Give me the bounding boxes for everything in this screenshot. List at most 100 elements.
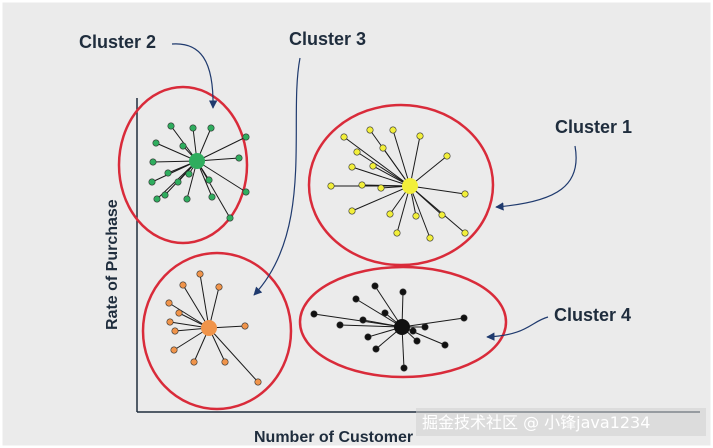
cluster1-point (443, 152, 451, 160)
cluster2-point (153, 195, 161, 203)
cluster1-spoke (409, 185, 466, 234)
y-axis-label: Rate of Purchase (104, 199, 121, 330)
cluster2-spoke (196, 136, 247, 162)
cluster2-star (148, 122, 250, 222)
cluster3-spoke (208, 327, 259, 383)
cluster3-point (171, 327, 179, 335)
cluster2-point (148, 178, 156, 186)
cluster4-spoke (339, 324, 403, 328)
cluster2-centroid (189, 153, 205, 169)
cluster2-label: Cluster 2 (79, 32, 156, 52)
cluster2-point (149, 158, 157, 166)
cluster3-point (165, 299, 173, 307)
cluster1-point (348, 163, 356, 171)
cluster1-label: Cluster 1 (555, 117, 632, 137)
cluster4-point (421, 323, 429, 331)
cluster4-spoke (401, 317, 465, 328)
cluster2-point (242, 188, 250, 196)
cluster2-point (185, 170, 193, 178)
cluster1-spoke (351, 185, 411, 212)
cluster1-point (327, 182, 335, 190)
cluster3-ellipse (141, 251, 293, 411)
cluster3-point (179, 281, 187, 289)
cluster1-star (327, 126, 469, 242)
cluster4-centroid (394, 319, 410, 335)
cluster1-point (386, 210, 394, 218)
cluster3-point (215, 283, 223, 291)
cluster2-point (183, 195, 191, 203)
cluster4-point (399, 288, 407, 296)
cluster1-point (461, 190, 469, 198)
cluster3-point (254, 378, 262, 386)
cluster4-point (336, 321, 344, 329)
cluster3-centroid (201, 320, 217, 336)
cluster2-point (179, 142, 187, 150)
cluster4-point (352, 295, 360, 303)
cluster2-point (167, 122, 175, 130)
cluster1-point (348, 207, 356, 215)
cluster4-point (359, 316, 367, 324)
cluster4-label: Cluster 4 (554, 305, 631, 325)
cluster1-spoke (392, 129, 411, 187)
cluster4-point (460, 314, 468, 322)
cluster1-point (369, 162, 377, 170)
cluster2-spoke (151, 160, 198, 183)
cluster4-point (371, 282, 379, 290)
cluster3-point (190, 358, 198, 366)
cluster3-point (166, 318, 174, 326)
cluster4-arrow (486, 316, 549, 341)
cluster4-point (441, 341, 449, 349)
cluster3-star (165, 270, 262, 386)
watermark: 掘金技术社区 @ 小锋java1234 (422, 413, 650, 432)
cluster4-point (413, 337, 421, 345)
cluster4-ellipse (298, 265, 508, 379)
cluster1-spoke (409, 185, 431, 239)
cluster1-spoke (396, 185, 411, 234)
cluster3-label: Cluster 3 (289, 29, 366, 49)
cluster4-point (372, 345, 380, 353)
cluster2-point (152, 139, 160, 147)
cluster2-point (235, 154, 243, 162)
cluster4-star (310, 282, 468, 372)
cluster1-point (461, 229, 469, 237)
cluster1-spoke (343, 136, 411, 187)
cluster3-arrow (253, 57, 301, 296)
cluster2-point (174, 178, 182, 186)
cluster2-point (242, 133, 250, 141)
cluster3-spoke (199, 273, 210, 329)
cluster3-point (196, 270, 204, 278)
cluster1-point (379, 144, 387, 152)
cluster4-point (400, 364, 408, 372)
cluster2-point (226, 214, 234, 222)
cluster1-point (358, 181, 366, 189)
cluster3-point (221, 358, 229, 366)
cluster1-point (377, 184, 385, 192)
cluster3-point (241, 322, 249, 330)
cluster2-point (161, 191, 169, 199)
cluster2-point (205, 176, 213, 184)
cluster4-spoke (374, 285, 403, 328)
cluster1-point (366, 126, 374, 134)
cluster4-point (364, 333, 372, 341)
cluster1-spoke (351, 166, 411, 187)
cluster2-point (164, 169, 172, 177)
cluster1-ellipse (307, 103, 495, 267)
cluster1-point (426, 234, 434, 242)
cluster1-arrow (495, 145, 577, 211)
cluster1-point (389, 126, 397, 134)
cluster1-point (416, 132, 424, 140)
cluster1-point (412, 212, 420, 220)
cluster1-point (353, 148, 361, 156)
cluster4-point (310, 310, 318, 318)
cluster2-point (189, 124, 197, 132)
cluster2-point (208, 193, 216, 201)
cluster3-point (170, 346, 178, 354)
cluster3-point (175, 309, 183, 317)
cluster2-spoke (196, 160, 247, 193)
cluster1-point (393, 229, 401, 237)
cluster2-point (207, 124, 215, 132)
cluster4-point (409, 327, 417, 335)
